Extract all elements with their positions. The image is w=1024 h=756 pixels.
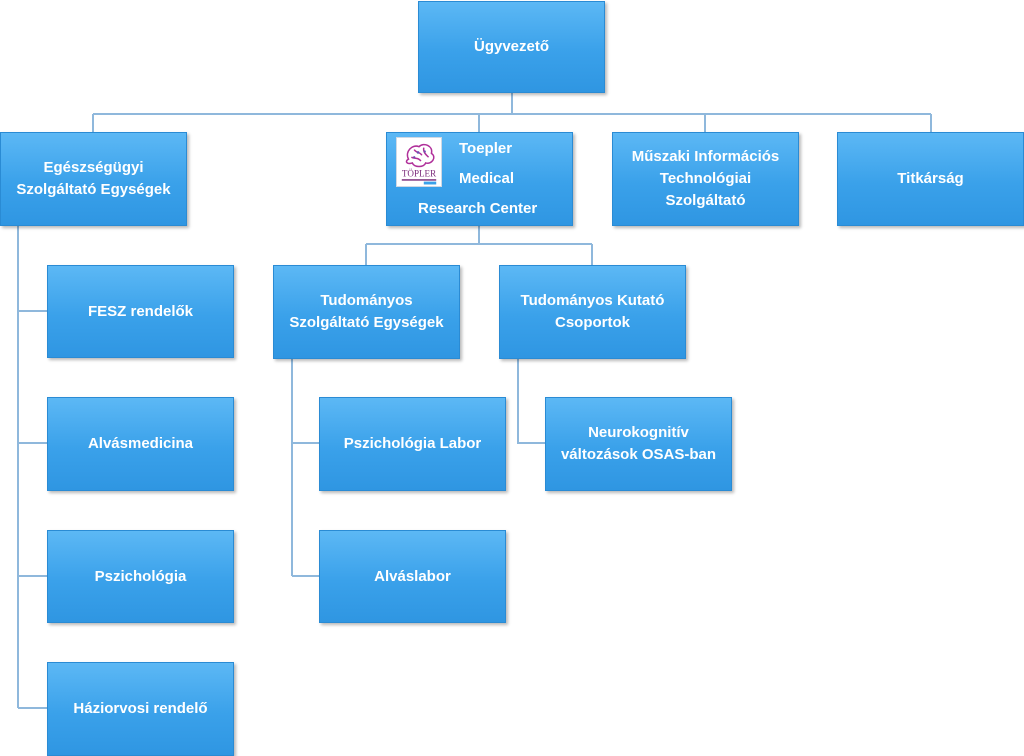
node-toepler-line2: Medical	[459, 170, 515, 187]
node-psych-lab: Pszichológia Labor	[319, 397, 506, 491]
node-it-services-label: Műszaki Információs Technológiai Szolgál…	[631, 148, 780, 209]
node-toepler-line3: Research Center	[418, 200, 538, 217]
node-ceo: Ügyvezető	[418, 1, 605, 93]
node-research-groups-label: Tudományos Kutató Csoportok	[520, 292, 665, 331]
node-psychology-label: Pszichológia	[94, 567, 187, 585]
node-sci-service-units: Tudományos Szolgáltató Egységek	[273, 265, 460, 359]
node-sleep-lab: Alváslabor	[319, 530, 506, 623]
node-sleep-lab-label: Alváslabor	[374, 567, 451, 585]
node-fesz-label: FESZ rendelők	[87, 302, 194, 320]
brain-logo-icon: TÖPLER	[397, 138, 441, 186]
node-health-units-label: Egészségügyi Szolgáltató Egységek	[16, 159, 171, 198]
logo-wordmark: TÖPLER	[402, 168, 437, 178]
node-fesz: FESZ rendelők	[47, 265, 234, 358]
node-ceo-label: Ügyvezető	[473, 38, 550, 55]
node-gp-office-label: Háziorvosi rendelő	[73, 700, 208, 717]
node-neurocog: Neurokognitív változások OSAS-ban	[545, 397, 732, 491]
node-secretariat: Titkárság	[837, 132, 1024, 226]
toepler-logo: TÖPLER	[396, 137, 442, 187]
node-research-groups: Tudományos Kutató Csoportok	[499, 265, 686, 359]
node-gp-office: Háziorvosi rendelő	[47, 662, 234, 756]
node-sci-service-units-label: Tudományos Szolgáltató Egységek	[289, 292, 444, 331]
node-secretariat-label: Titkárság	[897, 170, 964, 187]
node-toepler-line1: Toepler	[459, 140, 513, 157]
node-neurocog-label: Neurokognitív változások OSAS-ban	[560, 424, 717, 463]
node-sleep-medicine-label: Alvásmedicina	[87, 435, 194, 452]
node-psychology: Pszichológia	[47, 530, 234, 623]
node-it-services: Műszaki Információs Technológiai Szolgál…	[612, 132, 799, 226]
node-psych-lab-label: Pszichológia Labor	[343, 435, 482, 452]
node-health-units: Egészségügyi Szolgáltató Egységek	[0, 132, 187, 226]
node-sleep-medicine: Alvásmedicina	[47, 397, 234, 491]
